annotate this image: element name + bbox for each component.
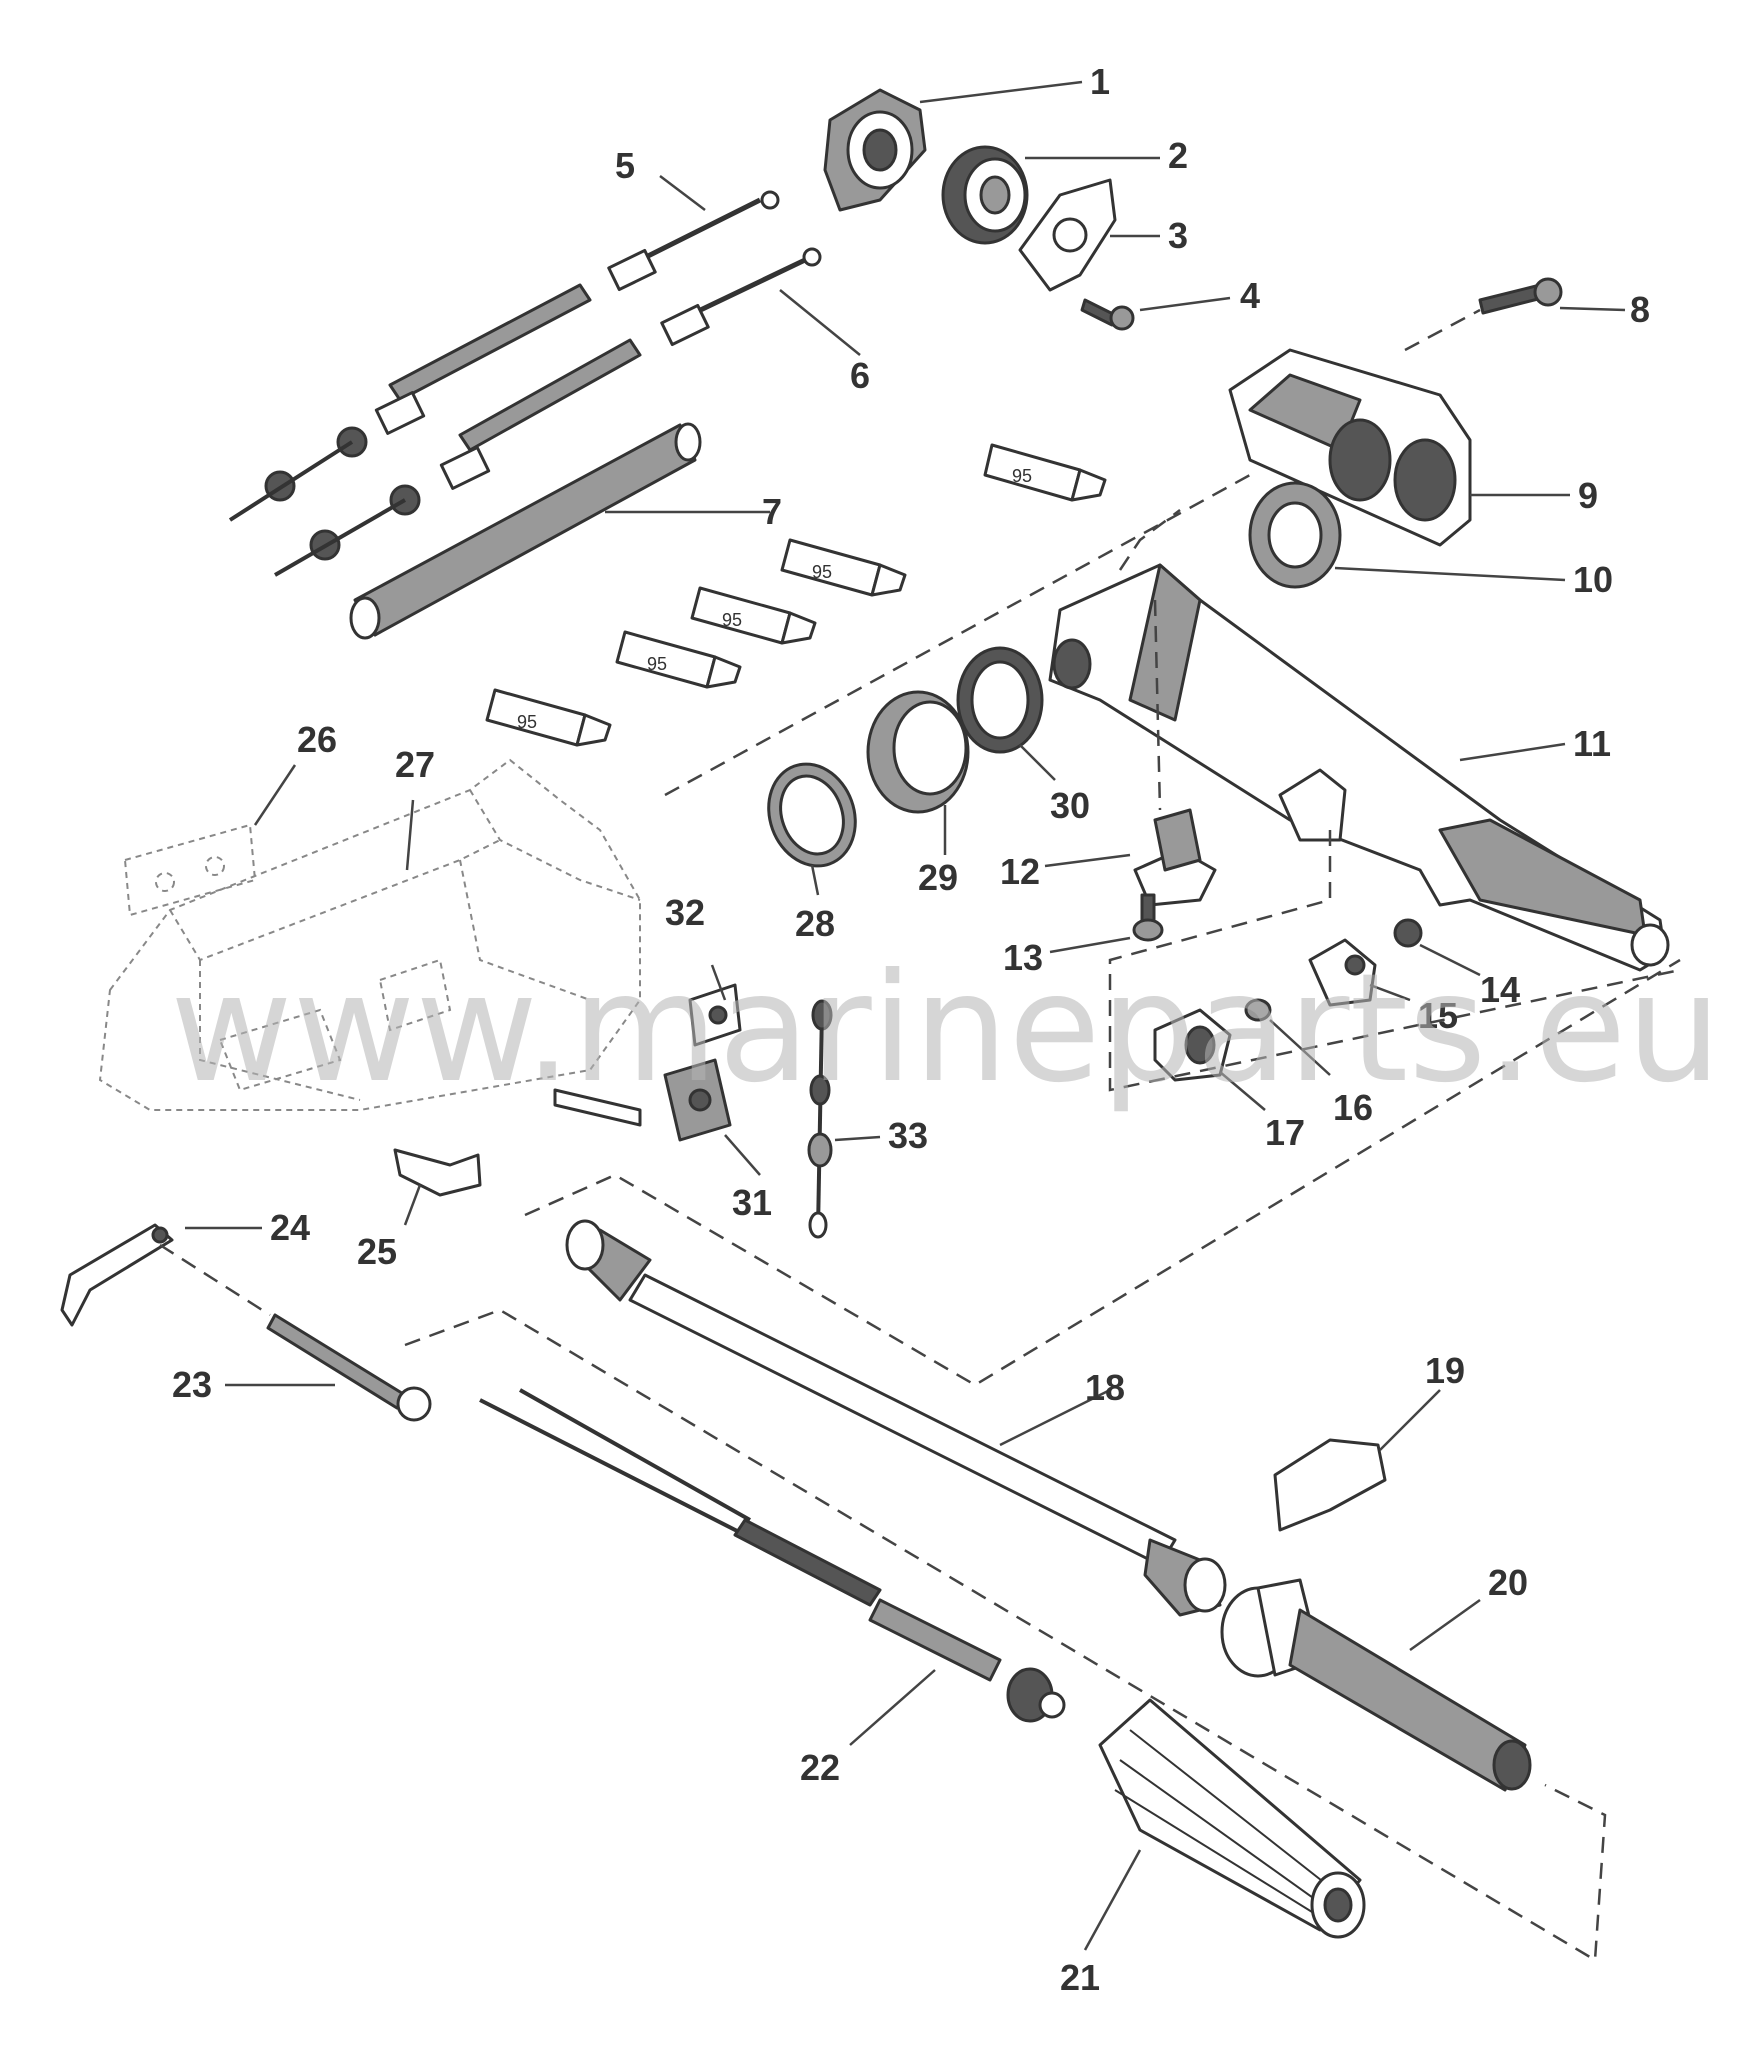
part-1-retainer-housing: [823, 88, 927, 212]
part-7-sleeve: [349, 422, 702, 640]
callout-11: 11: [1573, 723, 1611, 764]
tube-label: 95: [722, 610, 742, 630]
part-11-tiller-arm: [1048, 563, 1670, 972]
callout-2: 2: [1168, 135, 1188, 176]
callout-12: 12: [1000, 851, 1040, 892]
callout-6: 6: [850, 355, 870, 396]
callout-22: 22: [800, 1747, 840, 1788]
part-14-nut: [1393, 918, 1423, 948]
callout-8: 8: [1630, 289, 1650, 330]
part-3-cover-plate: [1018, 178, 1117, 292]
callout-16: 16: [1333, 1087, 1373, 1128]
callout-3: 3: [1168, 215, 1188, 256]
callout-9: 9: [1578, 475, 1598, 516]
part-33-switch-lead: [807, 999, 833, 1239]
tube-label: 95: [812, 562, 832, 582]
part-12-bracket: [1133, 808, 1217, 907]
part-5-cable: [228, 190, 780, 522]
callout-1: 1: [1090, 61, 1110, 102]
part-20-twist-grip: [1220, 1578, 1532, 1792]
part-10-bushing: [1248, 481, 1342, 589]
part-28-ring: [767, 762, 857, 868]
lubricant-tube-2: 95: [780, 538, 907, 597]
part-22-stop-cable: [479, 1388, 1066, 1723]
callout-19: 19: [1425, 1350, 1465, 1391]
part-23-bolt: [266, 1313, 432, 1422]
part-6-cable: [274, 247, 822, 577]
part-18-shaft: [565, 1219, 1227, 1617]
part-16-pin: [1244, 998, 1272, 1022]
callout-28: 28: [795, 903, 835, 944]
part-31-switch: [553, 1058, 732, 1142]
phantom-engine-cowl: [98, 758, 641, 1111]
lubricant-tube-5: 95: [485, 688, 612, 747]
part-19-shim: [1273, 1438, 1387, 1532]
callout-20: 20: [1488, 1562, 1528, 1603]
callout-17: 17: [1265, 1112, 1305, 1153]
part-21-handle-grip: [1098, 1698, 1366, 1939]
callout-21: 21: [1060, 1957, 1100, 1998]
watermark-text: www.marineparts.eu: [170, 942, 1722, 1116]
lubricant-tube-1: 95: [983, 443, 1107, 502]
part-9-tiller-cover: [1228, 348, 1472, 547]
callout-27: 27: [395, 744, 435, 785]
part-4-screw: [1080, 298, 1135, 331]
callout-31: 31: [732, 1182, 772, 1223]
callout-5: 5: [615, 145, 635, 186]
part-13-screw: [1132, 893, 1164, 942]
part-30-ring: [956, 646, 1044, 754]
part-8-bolt: [1478, 277, 1563, 315]
assembly-lines: [159, 308, 1681, 1963]
lubricant-tube-3: 95: [690, 586, 817, 645]
callout-25: 25: [357, 1231, 397, 1272]
callout-32: 32: [665, 892, 705, 933]
callout-7: 7: [762, 491, 782, 532]
part-25-clip: [393, 1148, 482, 1197]
callout-23: 23: [172, 1364, 212, 1405]
callout-14: 14: [1480, 969, 1520, 1010]
part-2-spool: [941, 145, 1029, 245]
part-17-clamp: [1153, 1008, 1232, 1082]
callout-30: 30: [1050, 785, 1090, 826]
callout-18: 18: [1085, 1367, 1125, 1408]
callout-15: 15: [1418, 995, 1458, 1036]
tube-label: 95: [647, 654, 667, 674]
callout-numbers: 1 2 3 4 5 6 7 8 9 10 11 12 13 14 15 16 1…: [172, 61, 1650, 1998]
callout-13: 13: [1003, 937, 1043, 978]
lubricant-tube-4: 95: [615, 630, 742, 689]
callout-4: 4: [1240, 275, 1260, 316]
callout-24: 24: [270, 1207, 310, 1248]
part-15-collar: [1308, 938, 1377, 1007]
callout-10: 10: [1573, 559, 1613, 600]
callout-33: 33: [888, 1115, 928, 1156]
part-29-bushing: [866, 690, 970, 814]
part-24-lever: [60, 1223, 174, 1327]
callout-29: 29: [918, 857, 958, 898]
tube-label: 95: [1012, 466, 1032, 486]
callout-26: 26: [297, 719, 337, 760]
phantom-bracket-26: [123, 823, 257, 917]
tube-label: 95: [517, 712, 537, 732]
leader-lines: [185, 80, 1626, 1951]
